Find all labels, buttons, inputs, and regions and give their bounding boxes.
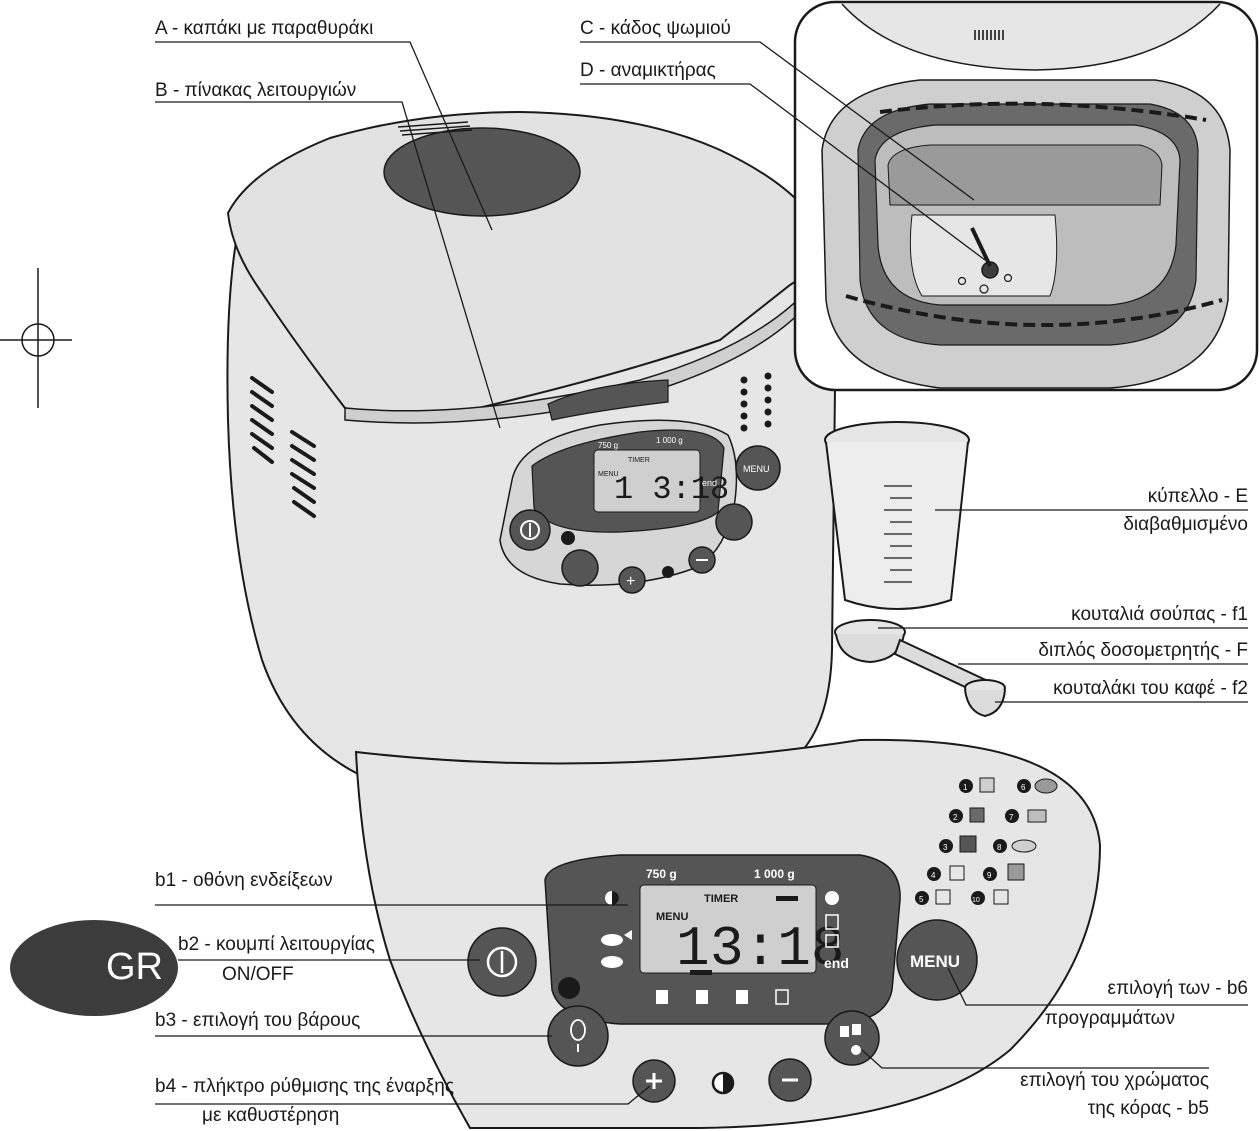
side-vents xyxy=(250,376,316,518)
small-crust-button xyxy=(715,503,753,541)
language-badge-text: GR xyxy=(106,946,163,988)
label-double-measure: διπλός δοσομετρητής - F xyxy=(1038,640,1248,661)
label-lid: A - καπάκι με παραθυράκι xyxy=(155,18,374,39)
label-tablespoon: κουταλιά σούπας - f1 xyxy=(1071,604,1248,625)
label-teaspoon: κουταλάκι του καφέ - f2 xyxy=(1053,678,1248,699)
label-crust: επιλογή του χρώματος xyxy=(1020,1070,1209,1091)
label-crust-2: της κόρας - b5 xyxy=(1087,1098,1209,1119)
small-end: end xyxy=(702,478,717,488)
program-6: 6 xyxy=(1021,783,1026,792)
registration-mark xyxy=(0,268,72,408)
program-8: 8 xyxy=(997,843,1002,852)
program-3: 3 xyxy=(943,843,948,852)
display-menu: MENU xyxy=(656,911,688,923)
small-menu: MENU xyxy=(598,471,619,478)
label-delay-2: με καθυστέρηση xyxy=(202,1105,340,1126)
display-weight-large: 1 000 g xyxy=(754,867,795,881)
label-bread-pan: C - κάδος ψωμιού xyxy=(580,18,731,39)
display-end: end xyxy=(824,955,849,971)
lid-window xyxy=(383,127,581,217)
label-delay: b4 - πλήκτρο ρύθμισης της έναρξης xyxy=(155,1076,455,1097)
measuring-cup xyxy=(824,421,970,610)
program-5: 5 xyxy=(919,895,924,904)
weight-button xyxy=(547,1005,609,1067)
display-weight-small: 750 g xyxy=(646,867,677,881)
small-weight-button xyxy=(561,549,599,587)
crust-color-button xyxy=(824,1010,880,1066)
label-onoff: ON/OFF xyxy=(222,964,294,985)
label-programs-2: προγραμμάτων xyxy=(1044,1008,1175,1029)
label-display: b1 - οθόνη ενδείξεων xyxy=(155,870,333,891)
small-timer: TIMER xyxy=(628,457,650,464)
small-menu-button xyxy=(735,445,781,491)
program-2: 2 xyxy=(953,813,958,822)
leader-lines xyxy=(155,41,1248,1105)
label-cup: κύπελλο - E xyxy=(1147,486,1248,507)
label-onoff-button: b2 - κουμπί λειτουργίας xyxy=(178,934,375,955)
label-programs: επιλογή των - b6 xyxy=(1107,978,1248,999)
bread-machine: 1 3:18 750 g 1 000 g TIMER MENU end + ME… xyxy=(226,110,838,807)
small-menu-button-label: MENU xyxy=(743,464,770,474)
menu-button-label: MENU xyxy=(910,952,960,971)
label-mixer: D - αναμικτήρας xyxy=(580,60,716,81)
measuring-spoon xyxy=(834,619,1006,718)
small-display-digits: 1 3:18 xyxy=(614,471,729,508)
control-panel-enlarged: 750 g 1 000 g TIMER MENU 1 3:18 end xyxy=(354,738,1102,1129)
program-list: 1 6 2 7 3 8 4 9 5 10 xyxy=(915,777,1058,905)
svg-text:+: + xyxy=(626,573,635,590)
label-cup-graduated: διαβαθμισμένο xyxy=(1123,514,1248,535)
label-weight: b3 - επιλογή του βάρους xyxy=(155,1010,361,1031)
display-timer: TIMER xyxy=(704,893,738,905)
program-4: 4 xyxy=(931,871,936,880)
small-weight-small: 750 g xyxy=(598,441,618,450)
language-badge xyxy=(10,920,178,1016)
program-7: 7 xyxy=(1009,813,1014,822)
display-digits: 3:18 xyxy=(710,917,844,981)
indicator-dot xyxy=(558,977,580,999)
label-panel: B - πίνακας λειτουργιών xyxy=(155,80,357,101)
small-weight-large: 1 000 g xyxy=(656,436,683,445)
program-9: 9 xyxy=(987,871,992,880)
menu-button xyxy=(896,919,978,1001)
program-10: 10 xyxy=(972,897,980,904)
program-1: 1 xyxy=(963,783,968,792)
small-plus-button xyxy=(618,566,646,594)
inset-open-machine xyxy=(793,0,1259,392)
